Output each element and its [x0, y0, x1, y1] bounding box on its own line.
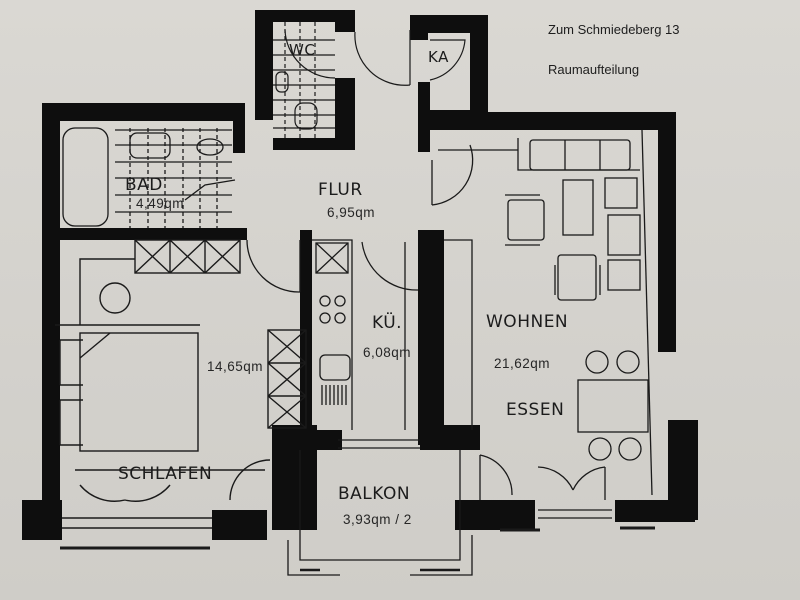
kueche-area: 6,08qm [363, 345, 412, 360]
bad-label: BAD [125, 175, 163, 195]
address-label: Zum Schmiedeberg 13 [548, 22, 680, 37]
wohnen-label: WOHNEN [486, 312, 569, 332]
kueche-label: KÜ. [372, 313, 403, 333]
bedroom-furniture [55, 239, 307, 550]
balkon-area: 3,93qm / 2 [343, 512, 412, 527]
flur-label: FLUR [318, 180, 363, 200]
bad-area: 4,49qm [136, 196, 185, 211]
subtitle-label: Raumaufteilung [548, 62, 640, 77]
ka-label: KA [428, 48, 449, 66]
essen-label: ESSEN [506, 400, 565, 420]
wc-label: WC [289, 41, 316, 59]
kitchen-fixtures [312, 239, 406, 430]
schlafen-area: 14,65qm [207, 359, 264, 374]
bath-fixtures [62, 127, 236, 228]
balkon-label: BALKON [338, 484, 411, 504]
living-furniture [438, 129, 655, 532]
wohnen-area: 21,62qm [494, 356, 551, 371]
flur-area: 6,95qm [327, 205, 376, 220]
walls [22, 10, 698, 540]
schlafen-label: SCHLAFEN [118, 464, 213, 484]
wc-fixtures [273, 22, 466, 138]
flur-doors [246, 144, 474, 293]
balcony-outline [287, 439, 473, 576]
